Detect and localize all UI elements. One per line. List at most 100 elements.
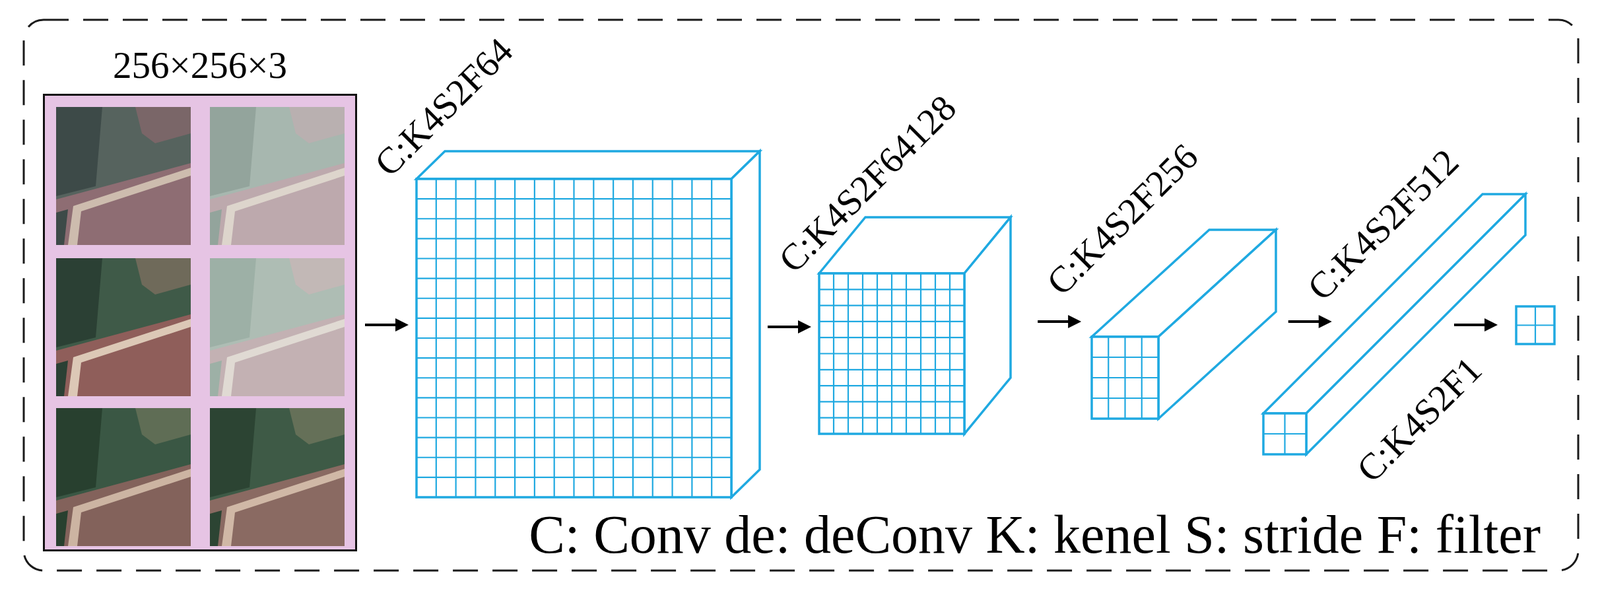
arrow-line [365, 323, 399, 327]
cube-outline [819, 217, 1011, 434]
satellite-tile-part [56, 314, 191, 397]
grid-line [416, 456, 732, 459]
grid-line [819, 288, 965, 290]
grid-line [819, 352, 965, 354]
cube-front-face [416, 178, 732, 498]
satellite-tile-part [221, 318, 345, 397]
grid-line [416, 217, 732, 220]
arrow-head [1318, 314, 1333, 329]
grid-line [1091, 356, 1159, 358]
grid-line [416, 357, 732, 359]
grid-line [1091, 376, 1159, 379]
arrow-connector [1454, 318, 1498, 332]
satellite-tile-part [209, 106, 257, 197]
arrow-head [1067, 314, 1082, 329]
grid-line [1263, 433, 1307, 435]
grid-line [819, 384, 965, 387]
grid-line [819, 400, 965, 402]
satellite-tile-part [67, 468, 191, 546]
grid-line [416, 337, 732, 339]
grid-line [416, 396, 732, 399]
arrow-head [798, 320, 812, 334]
arrow-line [1288, 320, 1322, 323]
arrow-line [767, 325, 801, 329]
satellite-tile-part [56, 258, 191, 397]
satellite-tile-part [56, 258, 103, 348]
arrow-head [1484, 318, 1498, 332]
satellite-tile [56, 407, 191, 546]
arrow-connector [1037, 314, 1082, 329]
grid-line [416, 317, 732, 319]
satellite-tile-part [289, 407, 345, 445]
satellite-tile-part [209, 510, 222, 546]
satellite-tile-part [56, 163, 191, 245]
satellite-tile-part [56, 106, 103, 197]
cube-outline [1516, 306, 1555, 344]
arrow-connector [365, 318, 409, 332]
grid-line [416, 198, 732, 200]
satellite-tile [209, 258, 345, 397]
satellite-tile-part [56, 106, 191, 245]
output-map: C:K4S2F1 [1516, 306, 1555, 344]
cube-front-face [1263, 413, 1307, 455]
feature-bar: C:K4S2F512 [1263, 194, 1526, 455]
grid-line [416, 257, 732, 259]
satellite-tile-part [209, 314, 345, 397]
satellite-tile-part [209, 464, 345, 546]
dashed-frame [23, 19, 1579, 571]
satellite-tile-part [56, 510, 68, 546]
grid-line [819, 336, 965, 338]
grid-line [1516, 324, 1555, 326]
cube-front-face [1516, 306, 1555, 344]
satellite-tile-part [67, 318, 191, 397]
grid-line [416, 476, 732, 478]
satellite-tile-part [289, 258, 345, 295]
grid-line [819, 368, 965, 371]
feature-cube: C:K4S2F256 [1091, 229, 1276, 419]
dashed-frame [22, 18, 1580, 572]
satellite-tile-part [209, 106, 345, 245]
arrow-line [1454, 323, 1488, 327]
satellite-tile-part [209, 209, 222, 245]
frame-box: C: Conv de: deConv K: kenel S: stride F:… [22, 18, 1580, 572]
satellite-tile-part [67, 167, 191, 245]
grid-line [819, 304, 965, 307]
satellite-tile-part [209, 407, 345, 546]
satellite-tile-part [209, 163, 345, 245]
cube-side-face [1158, 229, 1276, 419]
grid-line [416, 436, 732, 439]
feature-cube: C:K4S2F64 [416, 151, 760, 498]
satellite-tile-part [56, 209, 68, 245]
satellite-tile-part [221, 167, 345, 245]
satellite-tile-part [209, 258, 345, 397]
grid-line [416, 376, 732, 379]
input-size-label: 256×256×3 [112, 46, 288, 84]
grid-line [416, 297, 732, 300]
feature-cube: C:K4S2F64128 [819, 217, 1011, 434]
satellite-tile-part [56, 407, 103, 498]
input-image: 256×256×3 [42, 93, 358, 552]
legend-text: C: Conv de: deConv K: kenel S: stride F:… [528, 507, 1541, 562]
grid-line [416, 416, 732, 418]
satellite-tile-part [221, 468, 345, 546]
satellite-tile-part [209, 360, 222, 397]
satellite-tile-part [209, 258, 257, 348]
grid-line [416, 277, 732, 280]
satellite-tile-part [209, 407, 257, 498]
satellite-tile [209, 106, 345, 245]
grid-line [1091, 397, 1159, 399]
cube-front-face [1091, 336, 1159, 419]
satellite-tile-part [56, 360, 68, 397]
satellite-tile [56, 258, 191, 397]
satellite-tile-part [135, 106, 191, 144]
arrow-line [1037, 320, 1071, 323]
grid-line [819, 320, 965, 323]
image-board [43, 94, 357, 551]
cube-outline [416, 151, 760, 498]
cube-top-face [416, 151, 760, 179]
grid-line [416, 237, 732, 239]
grid-line [819, 417, 965, 419]
satellite-tile-part [56, 464, 191, 546]
